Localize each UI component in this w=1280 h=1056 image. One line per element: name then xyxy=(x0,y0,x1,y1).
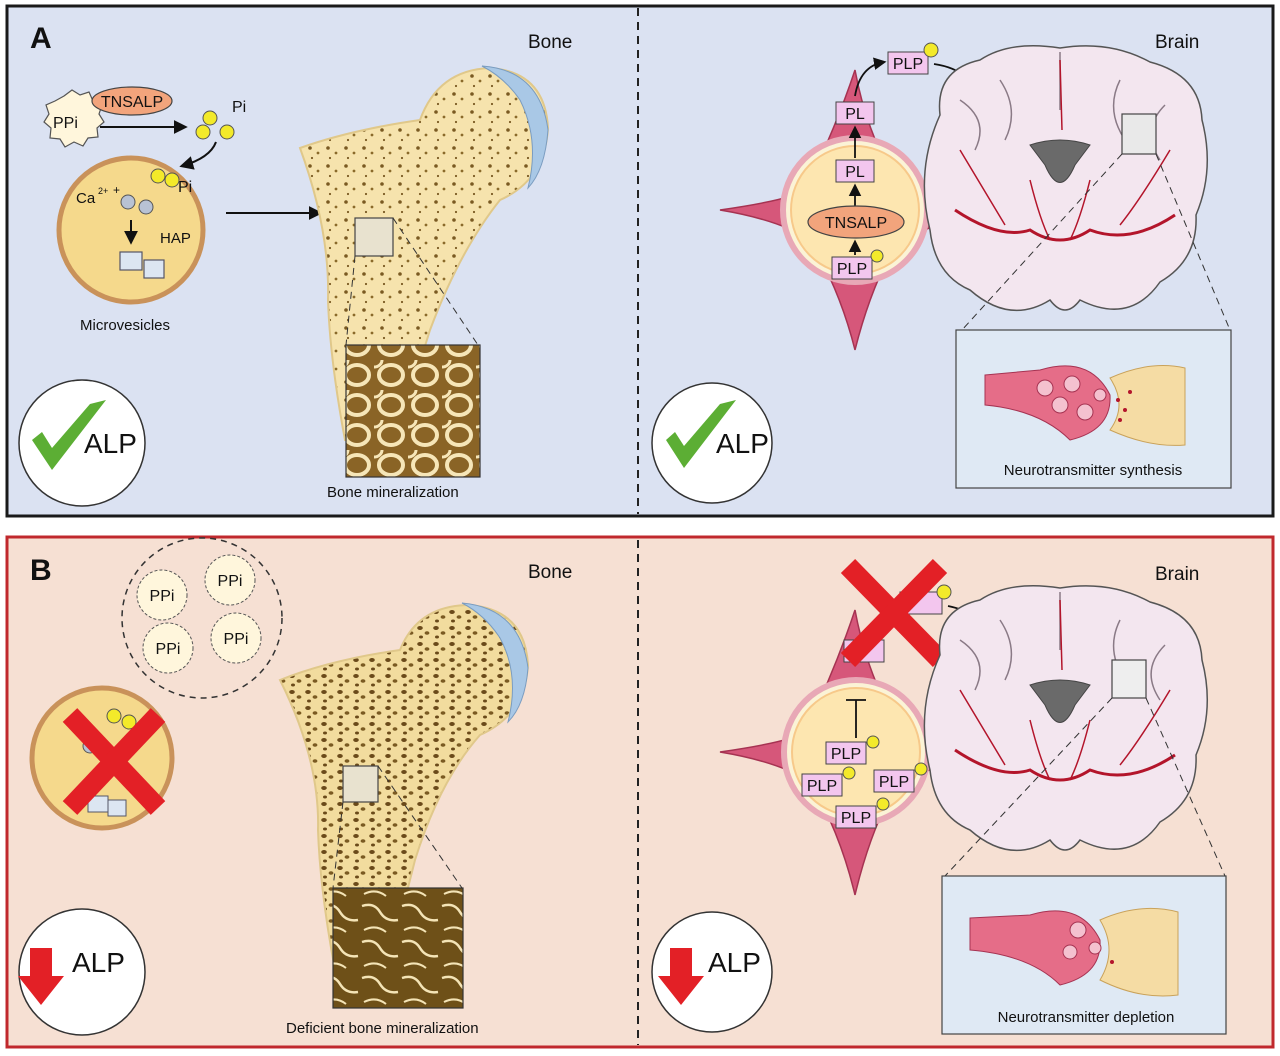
neurotransmitter-synthesis-caption: Neurotransmitter synthesis xyxy=(1004,462,1182,479)
svg-text:ALP: ALP xyxy=(716,428,769,459)
plp-box-b4: PLP xyxy=(835,797,890,829)
svg-text:ALP: ALP xyxy=(708,947,761,978)
plp-box-b2: PLP xyxy=(801,766,856,797)
down-arrow-icon xyxy=(18,948,64,1005)
panel-b-bone-title: Bone xyxy=(528,562,572,583)
pi-dot-neuron-a xyxy=(870,249,884,263)
panel-a-brain-title: Brain xyxy=(1155,32,1199,53)
svg-text:PPi: PPi xyxy=(218,573,243,590)
svg-text:PPi: PPi xyxy=(53,115,78,132)
svg-text:ALP: ALP xyxy=(72,947,125,978)
plp-box-b1: PLP xyxy=(825,735,880,765)
svg-text:PLP: PLP xyxy=(879,774,909,791)
inhibition-bar xyxy=(846,699,866,738)
panel-a-letter: A xyxy=(30,22,52,55)
alp-badge-a-brain: ALP xyxy=(651,382,773,504)
svg-text:PLP: PLP xyxy=(837,261,867,278)
pi-dot-blocked xyxy=(936,584,952,600)
tnsalp-label-a: TNSALP xyxy=(101,94,163,111)
pi-into-vesicle-arrow xyxy=(179,141,217,170)
check-icon xyxy=(32,400,106,470)
brain-a xyxy=(923,44,1231,331)
svg-text:PPi: PPi xyxy=(224,631,249,648)
neurotransmitter-depletion-caption: Neurotransmitter depletion xyxy=(998,1009,1175,1026)
svg-text:PL: PL xyxy=(845,106,865,123)
svg-text:PLP: PLP xyxy=(807,778,837,795)
plus-sign: + xyxy=(113,183,120,197)
femur-head-b xyxy=(278,602,530,1009)
alp-badge-b-bone: ALP xyxy=(18,908,146,1036)
femur-head-a xyxy=(298,65,550,478)
plp-box-neuron-a xyxy=(831,256,873,280)
svg-text:TNSALP: TNSALP xyxy=(825,215,887,232)
ppi-molecule-b1: PPi xyxy=(136,569,188,621)
brain-b xyxy=(923,584,1226,877)
pi-dot-top-a xyxy=(923,42,939,58)
deficient-bone-caption: Deficient bone mineralization xyxy=(286,1020,479,1037)
pl-box-lower xyxy=(835,159,875,183)
tnsalp-enzyme-a xyxy=(91,86,173,116)
panel-a: A Bone Brain PPi TNSALP Pi Ca xyxy=(5,4,1275,518)
plp-box-top-a xyxy=(887,51,929,75)
svg-text:PLP: PLP xyxy=(831,746,861,763)
hap-label: HAP xyxy=(160,230,191,247)
ppi-molecule-b4: PPi xyxy=(210,612,262,664)
bone-mineralization-caption: Bone mineralization xyxy=(327,484,459,501)
check-icon xyxy=(666,400,736,468)
ppi-molecule-a: PPi xyxy=(43,89,105,148)
synapse-box-b xyxy=(941,875,1227,1035)
svg-text:PLP: PLP xyxy=(893,56,923,73)
ppi-accumulation-circle xyxy=(121,537,283,699)
pl-to-plp-arrow xyxy=(854,57,887,97)
microvesicle-a xyxy=(56,155,206,305)
ppi-molecule-b3: PPi xyxy=(142,622,194,674)
panel-b: B Bone Brain PPi PPi PPi PPi xyxy=(5,535,1275,1049)
synapse-box-a xyxy=(955,329,1232,489)
ca-label: Ca xyxy=(76,190,96,207)
svg-text:PPi: PPi xyxy=(156,641,181,658)
svg-text:ALP: ALP xyxy=(84,428,137,459)
cross-icon xyxy=(62,708,166,815)
pi-label-inner: Pi xyxy=(178,179,192,196)
pi-label-outer: Pi xyxy=(232,99,246,116)
plp-box-b3: PLP xyxy=(873,762,928,793)
svg-text:PPi: PPi xyxy=(150,588,175,605)
ppi-molecule-b2: PPi xyxy=(204,554,256,606)
pl-box-upper xyxy=(835,101,875,125)
microvesicles-label: Microvesicles xyxy=(80,317,170,334)
svg-text:PL: PL xyxy=(845,164,865,181)
cross-icon xyxy=(840,559,948,667)
pi-cluster-a xyxy=(195,110,235,140)
panel-b-brain-title: Brain xyxy=(1155,564,1199,585)
ca-charge: 2+ xyxy=(98,186,108,196)
panel-b-letter: B xyxy=(30,554,52,587)
alp-badge-a-bone: ALP xyxy=(18,379,146,507)
svg-text:PLP: PLP xyxy=(841,810,871,827)
down-arrow-icon xyxy=(658,948,704,1005)
alp-badge-b-brain: ALP xyxy=(651,911,773,1033)
tnsalp-enzyme-neuron xyxy=(807,205,905,239)
panel-a-bone-title: Bone xyxy=(528,32,572,53)
